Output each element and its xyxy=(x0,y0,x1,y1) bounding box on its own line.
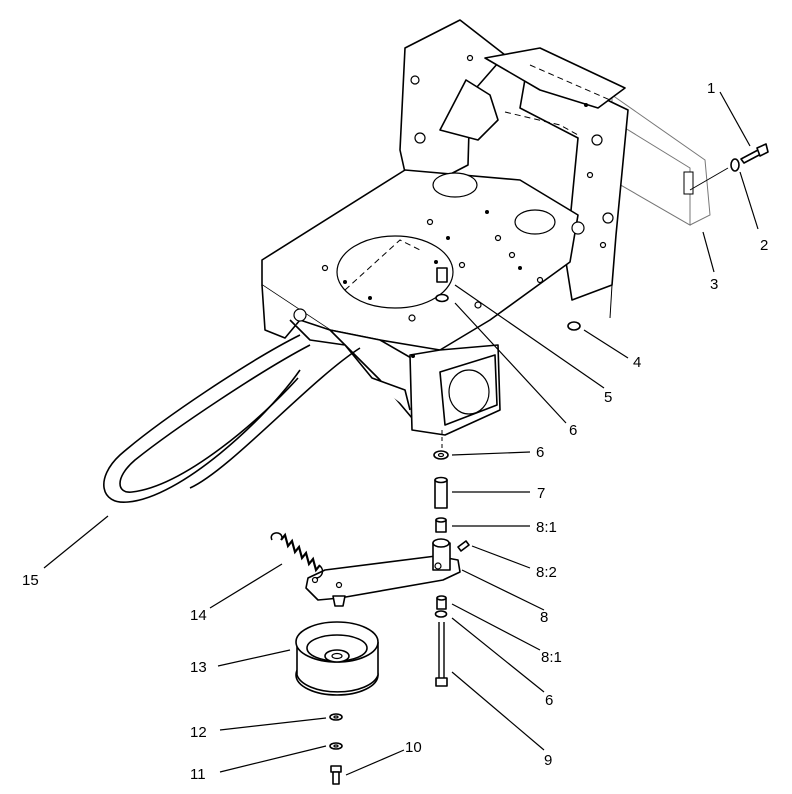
screw-part-4 xyxy=(567,321,581,331)
callout-6a: 6 xyxy=(569,422,577,439)
callout-8: 8 xyxy=(540,609,548,626)
callout-14: 14 xyxy=(190,607,207,624)
washer-part-12 xyxy=(329,713,343,721)
callout-11: 11 xyxy=(190,766,206,783)
bushing-part-8-1-lower xyxy=(436,595,447,610)
leader-lines xyxy=(43,91,759,776)
callout-4: 4 xyxy=(633,354,641,371)
bolt-part-9 xyxy=(435,622,448,687)
spring-part-14 xyxy=(270,532,324,579)
rear-bracket-part-3 xyxy=(611,94,711,226)
washer-part-6-top xyxy=(435,293,449,303)
idler-arm-part-8 xyxy=(305,538,461,607)
pulley-part-13 xyxy=(295,621,379,696)
callout-10: 10 xyxy=(405,739,422,756)
callout-1: 1 xyxy=(707,80,715,97)
bushing-part-8-1-upper xyxy=(435,517,447,533)
callout-labels: 1 2 3 4 5 6 6 7 8:1 8:2 8 8:1 6 9 10 11 … xyxy=(22,80,768,783)
callout-2: 2 xyxy=(760,237,768,254)
callout-6c: 6 xyxy=(545,692,553,709)
callout-3: 3 xyxy=(710,276,718,293)
callout-8-1-lower: 8:1 xyxy=(541,649,562,666)
washer-part-2 xyxy=(730,158,740,172)
v-belt-part-15 xyxy=(103,334,361,503)
washer-part-6-mid xyxy=(433,450,449,460)
callout-15: 15 xyxy=(22,572,39,589)
bolt-part-10 xyxy=(330,765,342,785)
callout-7: 7 xyxy=(537,485,545,502)
callout-5: 5 xyxy=(604,389,612,406)
grease-fitting-part-8-2 xyxy=(457,540,470,552)
callout-6b: 6 xyxy=(536,444,544,461)
callout-12: 12 xyxy=(190,724,207,741)
callout-8-1-upper: 8:1 xyxy=(536,519,557,536)
bolt-part-1 xyxy=(740,143,769,164)
callout-9: 9 xyxy=(544,752,552,769)
spacer-part-5 xyxy=(436,267,448,283)
main-frame xyxy=(261,19,629,436)
callout-13: 13 xyxy=(190,659,207,676)
spacer-part-7 xyxy=(434,476,448,509)
washer-part-11 xyxy=(329,742,343,750)
callout-8-2: 8:2 xyxy=(536,564,557,581)
washer-part-6-bottom xyxy=(434,610,448,618)
